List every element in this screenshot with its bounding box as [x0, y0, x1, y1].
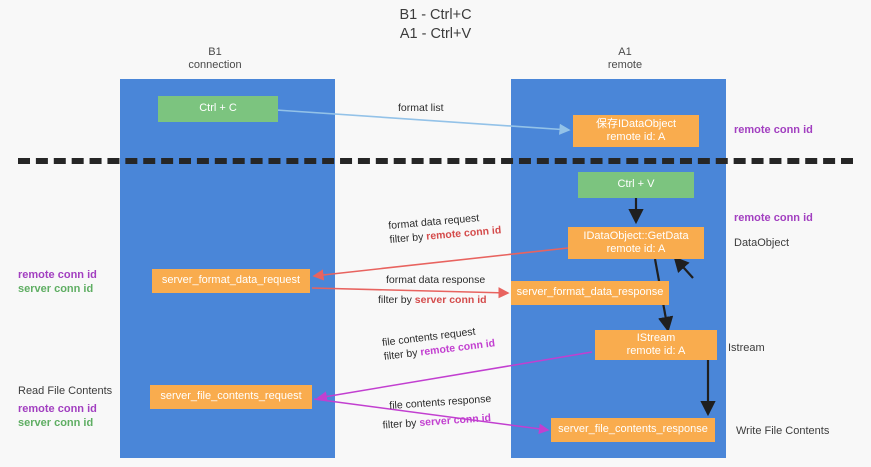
node-server-format-data-response[interactable]: server_format_data_response — [511, 281, 669, 305]
node-getdata-line2: remote id: A — [606, 243, 666, 255]
node-ctrl-c[interactable]: Ctrl + C — [158, 96, 278, 122]
column-header-a1-name: A1 — [618, 46, 632, 58]
edge-label-format-data-response-line1: format data response — [386, 274, 486, 286]
edge-label-format-list: format list — [398, 101, 444, 115]
node-istream[interactable]: IStream remote id: A — [595, 330, 717, 360]
node-server-format-data-response-label: server_format_data_response — [516, 286, 664, 299]
column-header-b1: B1 connection — [145, 46, 285, 72]
phase-divider — [18, 158, 853, 164]
annotation-right-istream: Istream — [728, 342, 765, 354]
annotation-right-dataobject: DataObject — [734, 237, 790, 249]
edge-label-fcres-key: server conn id — [418, 411, 492, 429]
node-idataobject-top-line2: remote id: A — [606, 131, 666, 143]
annotation-left-remote-conn-id-mid: remote conn id — [18, 269, 97, 281]
edge-label-file-contents-request: file contents request filter by remote c… — [381, 322, 496, 363]
column-header-b1-name: B1 — [208, 46, 222, 58]
node-ctrl-v[interactable]: Ctrl + V — [578, 172, 694, 198]
edge-label-format-data-request: format data request filter by remote con… — [388, 209, 502, 247]
node-ctrl-c-label: Ctrl + C — [199, 102, 237, 115]
annotation-left-read-file-contents: Read File Contents — [18, 385, 113, 397]
edge-label-format-data-response: format data response filter by server co… — [378, 273, 487, 307]
node-server-format-data-request-label: server_format_data_request — [161, 274, 301, 287]
edge-label-file-contents-response-line1: file contents response — [388, 392, 492, 413]
edge-label-format-list-text: format list — [398, 102, 444, 114]
node-server-format-data-request[interactable]: server_format_data_request — [152, 269, 310, 293]
edge-label-file-contents-response: file contents response filter by server … — [382, 392, 493, 432]
node-idataobject-top[interactable]: 保存IDataObject remote id: A — [573, 115, 699, 147]
edge-label-fcreq-prefix: filter by — [383, 346, 422, 363]
node-server-file-contents-response[interactable]: server_file_contents_response — [551, 418, 715, 442]
annotation-right-write-file-contents: Write File Contents — [736, 425, 830, 437]
node-getdata-line1: IDataObject::GetData — [583, 229, 689, 242]
node-server-file-contents-request[interactable]: server_file_contents_request — [150, 385, 312, 409]
edge-label-fcres-prefix: filter by — [382, 416, 420, 432]
edge-label-fdreq-prefix: filter by — [389, 230, 427, 246]
annotation-left-server-conn-id-bottom: server conn id — [18, 417, 94, 429]
node-idataobject-getdata[interactable]: IDataObject::GetData remote id: A — [568, 227, 704, 259]
node-istream-line1: IStream — [636, 331, 676, 344]
node-idataobject-top-line1: 保存IDataObject — [595, 117, 677, 130]
edge-label-fdres-prefix: filter by — [378, 294, 415, 306]
column-header-a1: A1 remote — [555, 46, 695, 72]
edge-label-file-contents-response-line2: filter by server conn id — [382, 411, 493, 433]
annotation-right-remote-conn-id-mid: remote conn id — [734, 212, 813, 224]
node-ctrl-v-label: Ctrl + V — [617, 178, 655, 191]
title-line-2: A1 - Ctrl+V — [399, 26, 472, 42]
annotation-right-remote-conn-id-top: remote conn id — [734, 124, 813, 136]
column-header-a1-sub: remote — [607, 59, 643, 71]
diagram-title: B1 - Ctrl+C A1 - Ctrl+V — [0, 6, 871, 44]
node-server-file-contents-request-label: server_file_contents_request — [160, 390, 302, 403]
annotation-left-server-conn-id-mid: server conn id — [18, 283, 94, 295]
title-line-1: B1 - Ctrl+C — [399, 7, 472, 23]
node-istream-line2: remote id: A — [626, 345, 686, 357]
node-server-file-contents-response-label: server_file_contents_response — [558, 423, 708, 436]
edge-label-fdres-key: server conn id — [414, 294, 487, 306]
column-header-b1-sub: connection — [188, 59, 242, 71]
edge-label-format-data-response-line2: filter by server conn id — [378, 293, 487, 307]
annotation-left-remote-conn-id-bottom: remote conn id — [18, 403, 97, 415]
